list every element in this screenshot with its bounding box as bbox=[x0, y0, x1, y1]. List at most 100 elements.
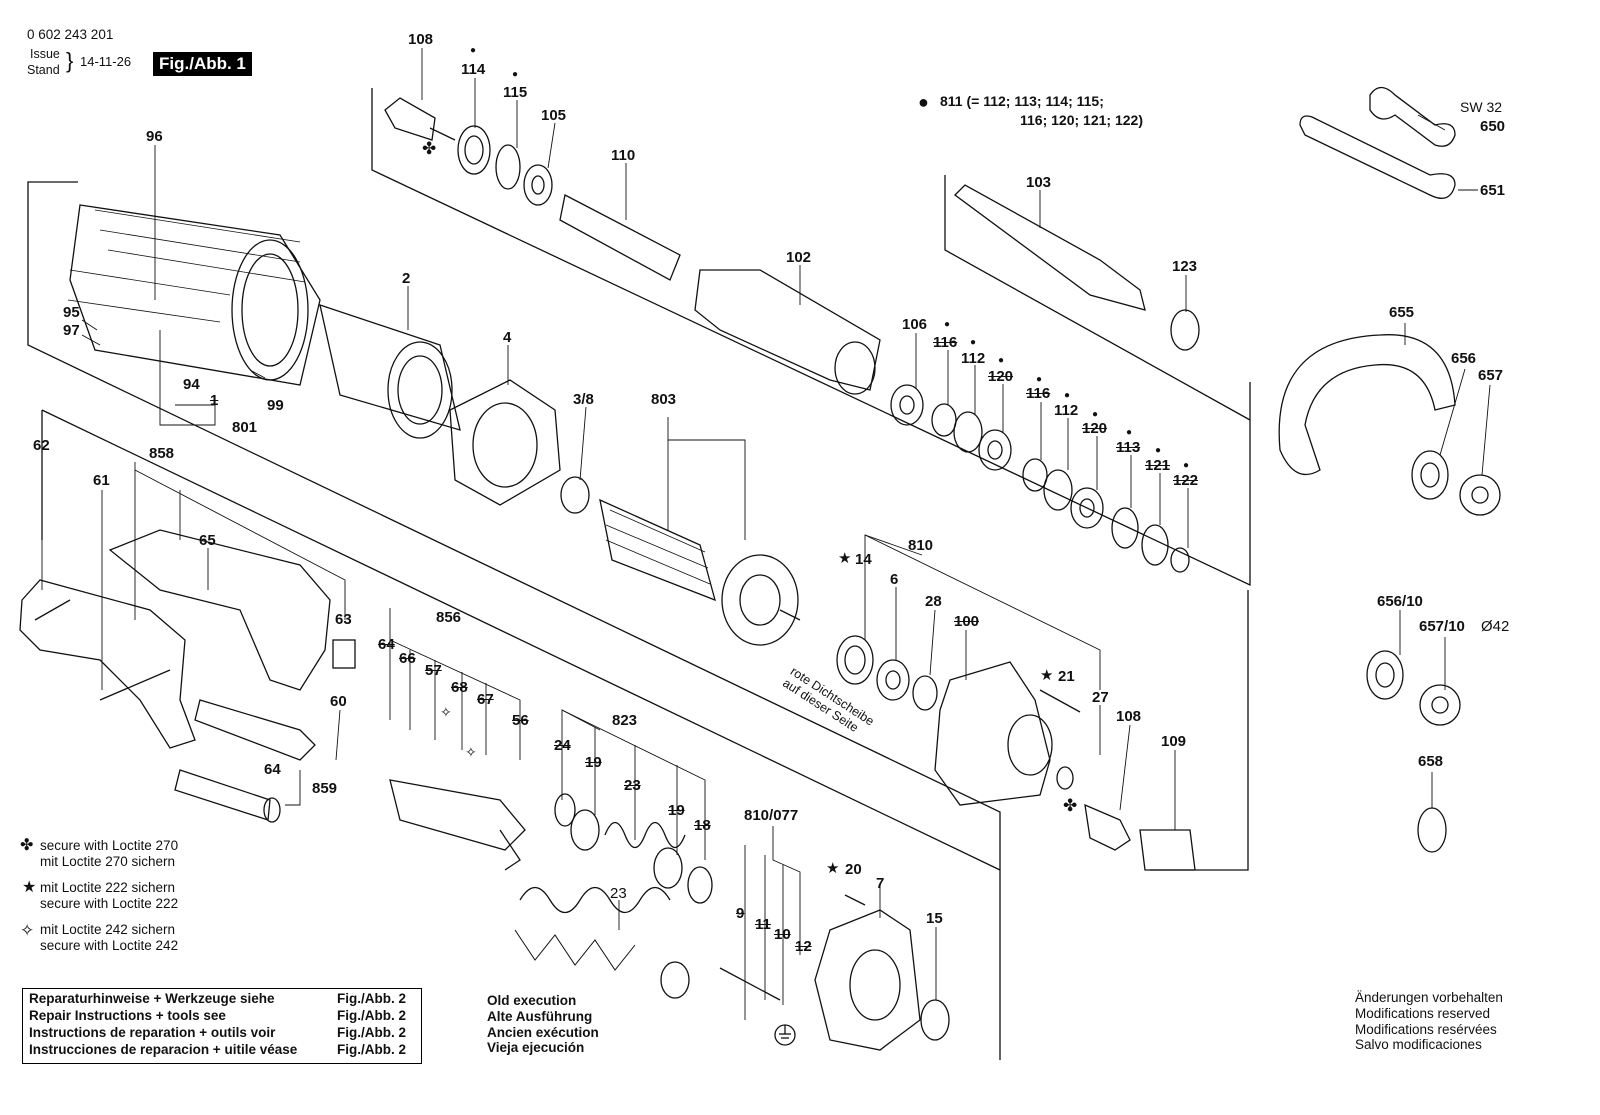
part-label-108[interactable]: 108 bbox=[408, 31, 434, 48]
part-label-100[interactable]: 100 bbox=[954, 613, 980, 630]
part-label-23-old[interactable]: 23 bbox=[610, 885, 627, 902]
part-label-96[interactable]: 96 bbox=[146, 128, 163, 145]
part-label-803[interactable]: 803 bbox=[651, 391, 677, 408]
part-label-810-077[interactable]: 810/077 bbox=[744, 807, 799, 824]
repair-ref-link[interactable]: Fig./Abb. 2 bbox=[337, 991, 406, 1006]
part-label-6[interactable]: 6 bbox=[890, 571, 899, 588]
part-label-823[interactable]: 823 bbox=[612, 712, 638, 729]
part-label-4[interactable]: 4 bbox=[503, 329, 512, 346]
part-label-61[interactable]: 61 bbox=[93, 472, 110, 489]
legend-loctite-242: mit Loctite 242 sichern secure with Loct… bbox=[40, 922, 178, 953]
old-execution-line: Ancien exécution bbox=[487, 1024, 599, 1040]
part-label-19-b[interactable]: 19 bbox=[668, 802, 685, 819]
modifications-line: Salvo modificaciones bbox=[1355, 1037, 1482, 1053]
part-label-106[interactable]: 106 bbox=[902, 316, 928, 333]
part-label-801[interactable]: 801 bbox=[232, 419, 258, 436]
kit-bullet-icon: ● bbox=[1126, 427, 1133, 438]
part-label-115[interactable]: 115 bbox=[503, 84, 528, 101]
part-label-120-b[interactable]: 120 bbox=[1082, 420, 1108, 437]
legend-line: mit Loctite 222 sichern bbox=[40, 880, 176, 895]
part-label-57[interactable]: 57 bbox=[425, 662, 442, 679]
part-label-24[interactable]: 24 bbox=[554, 737, 571, 754]
part-label-120[interactable]: 120 bbox=[988, 368, 1014, 385]
part-label-102[interactable]: 102 bbox=[786, 249, 812, 266]
part-label-656[interactable]: 656 bbox=[1451, 350, 1477, 367]
part-label-9[interactable]: 9 bbox=[736, 905, 745, 922]
leader-lines bbox=[41, 48, 1491, 1020]
part-label-109[interactable]: 109 bbox=[1161, 733, 1187, 750]
part-label-62[interactable]: 62 bbox=[33, 437, 50, 454]
wrench-size-label: SW 32 bbox=[1460, 99, 1503, 115]
part-label-60[interactable]: 60 bbox=[330, 693, 347, 710]
part-label-858[interactable]: 858 bbox=[149, 445, 175, 462]
part-label-810[interactable]: 810 bbox=[908, 537, 934, 554]
part-label-856[interactable]: 856 bbox=[436, 609, 462, 626]
part-label-56[interactable]: 56 bbox=[512, 712, 529, 729]
part-label-63[interactable]: 63 bbox=[335, 611, 352, 628]
part-number: 0 602 243 201 bbox=[27, 27, 114, 42]
part-label-113[interactable]: 113 bbox=[1116, 439, 1141, 456]
part-label-651[interactable]: 651 bbox=[1480, 182, 1506, 199]
part-label-116-b[interactable]: 116 bbox=[1026, 385, 1051, 402]
part-label-122[interactable]: 122 bbox=[1173, 472, 1199, 489]
part-label-67[interactable]: 67 bbox=[477, 691, 494, 708]
part-label-11[interactable]: 11 bbox=[755, 916, 771, 933]
part-label-65[interactable]: 65 bbox=[199, 532, 216, 549]
kit-811-line1: 811 (= 112; 113; 114; 115; bbox=[940, 93, 1104, 109]
part-label-1[interactable]: 1 bbox=[210, 392, 219, 409]
figure-title: Fig./Abb. 1 bbox=[153, 52, 252, 76]
part-label-657-10[interactable]: 657/10 bbox=[1419, 618, 1465, 635]
part-label-2[interactable]: 2 bbox=[402, 270, 411, 287]
part-label-105[interactable]: 105 bbox=[541, 107, 567, 124]
wrench-drawing bbox=[1299, 86, 1456, 199]
part-label-20[interactable]: 20 bbox=[845, 861, 862, 878]
part-label-21[interactable]: 21 bbox=[1058, 668, 1075, 685]
part-label-66[interactable]: 66 bbox=[399, 650, 416, 667]
modifications-note: Änderungen vorbehalten Modifications res… bbox=[1355, 990, 1503, 1053]
kit-811-line2: 116; 120; 121; 122) bbox=[1020, 112, 1143, 128]
bullet-icon: ● bbox=[918, 92, 929, 112]
modifications-line: Modifications resérvées bbox=[1355, 1021, 1497, 1037]
part-label-15[interactable]: 15 bbox=[926, 910, 943, 927]
part-label-112[interactable]: 112 bbox=[961, 350, 986, 367]
part-label-14[interactable]: 14 bbox=[855, 551, 872, 568]
part-label-12[interactable]: 12 bbox=[795, 938, 812, 955]
part-label-23[interactable]: 23 bbox=[624, 777, 641, 794]
part-label-123[interactable]: 123 bbox=[1172, 258, 1198, 275]
repair-ref-link[interactable]: Fig./Abb. 2 bbox=[337, 1025, 406, 1040]
part-label-97[interactable]: 97 bbox=[63, 322, 80, 339]
part-label-95[interactable]: 95 bbox=[63, 304, 80, 321]
part-label-121[interactable]: 121 bbox=[1145, 457, 1171, 474]
part-label-64[interactable]: 64 bbox=[378, 636, 395, 653]
part-label-3-8[interactable]: 3/8 bbox=[573, 391, 594, 408]
part-label-655[interactable]: 655 bbox=[1389, 304, 1415, 321]
kit-bullet-icon: ● bbox=[512, 69, 519, 80]
part-label-859[interactable]: 859 bbox=[312, 780, 338, 797]
part-label-18[interactable]: 18 bbox=[694, 817, 711, 834]
part-label-10[interactable]: 10 bbox=[774, 926, 791, 943]
repair-row: Repair Instructions + tools see Fig./Abb… bbox=[29, 1008, 415, 1024]
part-label-114[interactable]: 114 bbox=[461, 61, 486, 78]
repair-ref-link[interactable]: Fig./Abb. 2 bbox=[337, 1042, 406, 1057]
repair-ref-link[interactable]: Fig./Abb. 2 bbox=[337, 1008, 406, 1023]
part-label-110[interactable]: 110 bbox=[611, 147, 636, 164]
part-label-116[interactable]: 116 bbox=[933, 334, 958, 351]
part-label-99[interactable]: 99 bbox=[267, 397, 284, 414]
part-label-650[interactable]: 650 bbox=[1480, 118, 1506, 135]
legend-loctite-222: mit Loctite 222 sichern secure with Loct… bbox=[40, 880, 178, 911]
star-icon: ★ bbox=[1040, 667, 1054, 684]
part-label-64-b[interactable]: 64 bbox=[264, 761, 281, 778]
part-label-7[interactable]: 7 bbox=[876, 875, 885, 892]
part-label-27[interactable]: 27 bbox=[1092, 689, 1109, 706]
part-label-108-b[interactable]: 108 bbox=[1116, 708, 1142, 725]
spindle-parts-drawing bbox=[384, 97, 881, 395]
part-label-94[interactable]: 94 bbox=[183, 376, 200, 393]
part-label-103[interactable]: 103 bbox=[1026, 174, 1052, 191]
part-label-658[interactable]: 658 bbox=[1418, 753, 1444, 770]
part-label-657[interactable]: 657 bbox=[1478, 367, 1504, 384]
part-label-68[interactable]: 68 bbox=[451, 679, 468, 696]
part-label-19[interactable]: 19 bbox=[585, 754, 602, 771]
part-label-112-b[interactable]: 112 bbox=[1054, 402, 1079, 419]
part-label-656-10[interactable]: 656/10 bbox=[1377, 593, 1423, 610]
part-label-28[interactable]: 28 bbox=[925, 593, 942, 610]
